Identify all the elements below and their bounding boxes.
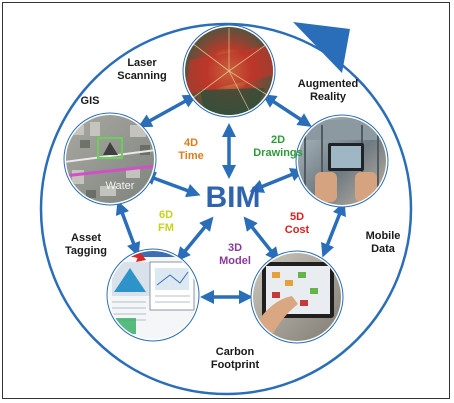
arrow-ar-tablet xyxy=(321,201,346,258)
bim-center-title: BIM xyxy=(205,181,261,214)
asset-tagging-image xyxy=(106,248,200,342)
arrow-scan-gis xyxy=(137,94,198,128)
arrow-bim-tablet xyxy=(243,216,280,262)
gis-label: GIS xyxy=(80,95,100,107)
ring-arrowhead-icon xyxy=(293,22,350,73)
arrow-gis-asset xyxy=(115,200,141,257)
augmented-reality-image xyxy=(295,114,389,208)
arrow-ar-bim xyxy=(249,168,305,193)
arrow-bim-asset xyxy=(176,216,214,262)
gis-map-image: Water xyxy=(63,112,157,206)
outer-ring xyxy=(39,22,413,396)
laser-scanning-image xyxy=(182,24,276,118)
arrow-gis-bim xyxy=(141,171,201,198)
mobile-data-tablet-image xyxy=(250,250,344,344)
connector-arrows xyxy=(115,94,346,304)
gis-water-label: Water xyxy=(106,180,135,192)
arrow-scan-ar xyxy=(262,94,312,127)
